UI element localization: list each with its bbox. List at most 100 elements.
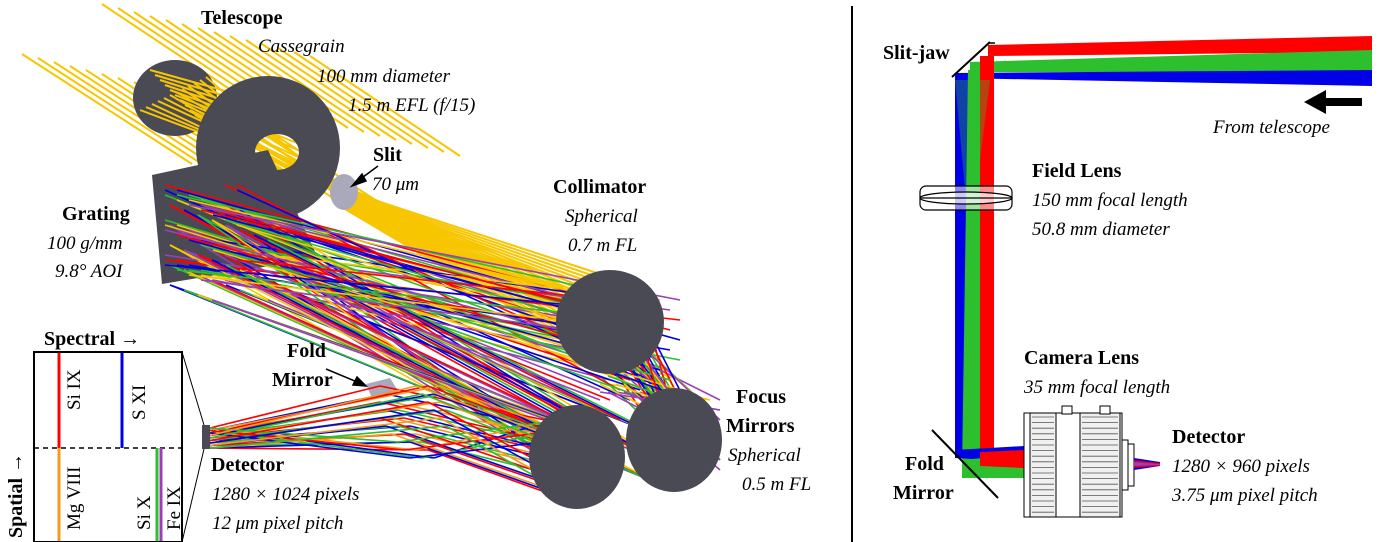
ray (209, 447, 429, 451)
telescope-line2: 100 mm diameter (317, 66, 451, 87)
ray (229, 35, 381, 137)
fold-mirror-right-line1: Fold (905, 453, 944, 475)
ray (343, 189, 601, 275)
focus-mirrors-line1: Focus (736, 386, 786, 408)
detector-line2: 12 μm pixel pitch (212, 513, 343, 534)
slit-title: Slit (373, 144, 402, 166)
slit-jaw-mirror (951, 41, 991, 78)
detector-title: Detector (211, 454, 284, 476)
label-fe-ix: Fe IX (164, 486, 185, 530)
beam-green-down (962, 70, 982, 470)
detector-line1: 1280 × 1024 pixels (212, 484, 359, 505)
ray (277, 47, 429, 149)
fold-mirror-right (931, 429, 999, 499)
field-lens-title: Field Lens (1032, 160, 1122, 182)
detector-right-line1: 1280 × 960 pixels (1172, 456, 1310, 477)
camera-lens-ribs (1032, 416, 1118, 513)
ray (385, 425, 552, 484)
grating-line1: 100 g/mm (47, 233, 122, 254)
detector-right-line2: 3.75 μm pixel pitch (1171, 485, 1318, 506)
ray (188, 194, 621, 321)
ray (427, 449, 546, 493)
collimator-line1: Spherical (565, 206, 638, 227)
ray (293, 51, 445, 153)
field-lens (919, 185, 1013, 211)
slit-jaw-label: Slit-jaw (883, 42, 950, 64)
slit (330, 174, 358, 210)
spatial-axis-label: Spatial → (5, 453, 27, 538)
ray (343, 192, 610, 290)
ray (267, 279, 581, 429)
camera-lens-line1: 35 mm focal length (1023, 377, 1170, 398)
ray (37, 57, 209, 169)
ray (209, 401, 429, 442)
beam-red-out (980, 450, 1024, 468)
collimator-mirror (556, 270, 664, 374)
ray (209, 432, 411, 459)
ray (209, 425, 447, 449)
fold-mirror (366, 378, 400, 398)
ray (343, 190, 604, 280)
ray (439, 385, 558, 430)
slit-line1: 70 μm (372, 174, 419, 195)
right-panel: Slit-jaw From telescope Field Lens 150 m… (883, 36, 1372, 518)
ray (209, 385, 417, 437)
ray (253, 234, 641, 429)
field-lens-line1: 150 mm focal length (1032, 190, 1188, 211)
fold-mirror-right-line2: Mirror (893, 482, 954, 504)
ray (169, 224, 561, 469)
grating-line2: 9.8° AOI (55, 261, 124, 282)
label-si-ix: Si IX (64, 369, 85, 410)
collimator-line2: 0.7 m FL (568, 235, 637, 256)
fold-to-detector-rays (209, 385, 588, 493)
beam-green-in (970, 50, 1372, 72)
camera-lens (1023, 405, 1135, 518)
label-s-xi: S XI (129, 385, 150, 420)
ray (209, 393, 423, 439)
ray (343, 195, 616, 300)
ray (343, 191, 607, 285)
detector-right-title: Detector (1172, 426, 1245, 448)
pointer-arrows (325, 165, 379, 387)
spectral-axis-label: Spectral → (44, 328, 140, 350)
ray (200, 209, 601, 311)
fold-mirror-line2: Mirror (272, 369, 333, 391)
ray (209, 429, 423, 459)
focus-mirror-1 (529, 405, 625, 509)
detector-inset: Si IX S XI Mg VIII Si X Fe IX Spectral →… (5, 328, 205, 542)
ray (253, 274, 561, 421)
ray (261, 43, 413, 145)
arrow-left-icon (1304, 90, 1362, 114)
ray (427, 401, 546, 466)
label-mg-viii: Mg VIII (64, 466, 85, 530)
ray (21, 53, 193, 165)
focus-mirrors-line2: Mirrors (726, 415, 795, 437)
ray (239, 229, 621, 421)
ray (391, 433, 558, 493)
ray (209, 409, 435, 444)
camera-lens-title: Camera Lens (1024, 347, 1139, 369)
focus-mirrors-line3: Spherical (728, 445, 801, 466)
telescope-secondary-annulus (196, 76, 340, 220)
ray (379, 417, 546, 475)
fold-mirror-line1: Fold (287, 340, 326, 362)
ray (309, 55, 461, 157)
ray (391, 401, 558, 439)
telescope-line3: 1.5 m EFL (f/15) (348, 95, 475, 116)
ray (403, 433, 546, 484)
detector-left (202, 425, 210, 449)
ray (209, 417, 441, 447)
ray (176, 269, 631, 321)
beam-red-down (980, 56, 994, 458)
field-lens-line2: 50.8 mm diameter (1032, 219, 1170, 240)
ray (209, 427, 435, 459)
telescope-title: Telescope (201, 7, 283, 29)
ray (236, 259, 611, 301)
beam-red-in (988, 36, 1372, 56)
ray (209, 429, 405, 451)
focus-mirror-2 (626, 388, 722, 492)
beam-blue-in (955, 70, 1372, 86)
focus-mirrors-line4: 0.5 m FL (742, 474, 811, 495)
from-telescope-label: From telescope (1212, 117, 1330, 138)
